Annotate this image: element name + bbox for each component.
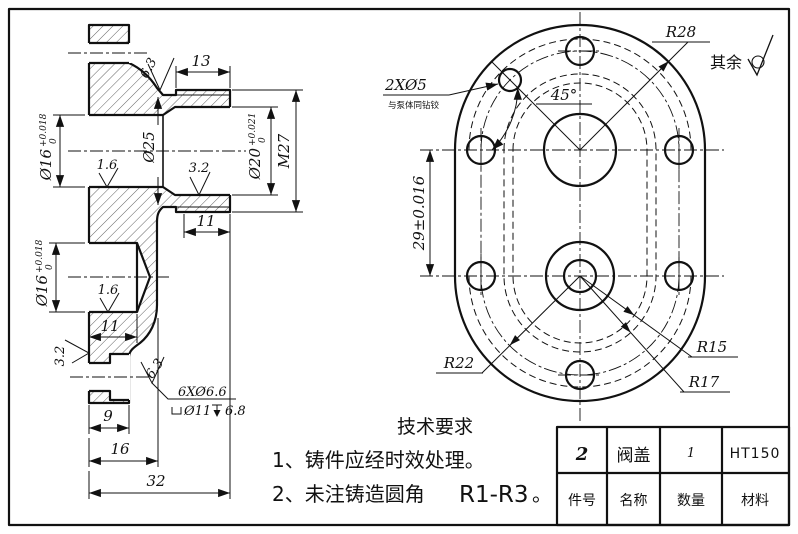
pin-hole-diagonal [491,61,581,151]
cbore-depth: 6.8 [225,404,246,419]
dim-dia16-upper: Ø16 +0.018 0 [37,113,59,181]
svg-text:R28: R28 [665,23,696,41]
angle-45: 45° [491,86,592,151]
svg-text:2XØ5: 2XØ5 [384,76,427,94]
tech-req-line2-period: 。 [532,482,552,506]
sheet-border [7,7,791,527]
roughness-3-2-left: 3.2 [53,339,91,367]
bottom-bolt-hole-section [70,352,150,402]
dim-dia25: Ø25 [140,131,158,163]
svg-text:6.3: 6.3 [143,356,167,382]
svg-text:Ø16: Ø16 [37,149,55,182]
cbore-dia: Ø11 [183,404,211,419]
dim-29: 29±0.016 [410,150,435,276]
tech-req-line1: 1、铸件应经时效处理。 [272,448,485,472]
tech-req-line2: 2、未注铸造圆角 [272,482,425,506]
svg-text:3.2: 3.2 [189,161,210,176]
part-name-value: 阀盖 [617,446,651,466]
svg-text:1.6: 1.6 [98,283,119,298]
dim-dia16-lower: Ø16 +0.018 0 [33,239,55,307]
svg-text:0: 0 [45,264,55,270]
svg-text:45°: 45° [550,86,578,104]
r15-leader: R15 [579,275,738,358]
title-block: 2 阀盖 1 HT150 件号 名称 数量 材料 [555,425,791,527]
dim-13: 13 [191,52,210,70]
dim-32: 32 [146,472,165,490]
cast-roughness-icon [747,34,774,77]
svg-text:3.2: 3.2 [53,346,68,367]
qty-value: 1 [687,446,695,461]
dim-m27: M27 [275,133,293,169]
top-bolt-hole-section [68,41,150,65]
roughness-1-6-lower: 1.6 [98,283,120,314]
svg-text:0: 0 [49,138,59,144]
svg-text:+0.021: +0.021 [248,113,258,146]
depth-icon [212,404,222,417]
tech-req-title: 技术要求 [397,416,473,438]
dim-9: 9 [103,407,113,425]
r22-leader: R22 [436,275,581,374]
counterbore-callout: 6.3 6XØ6.6 Ø11 6.8 [140,356,246,419]
upper-port-hole [542,112,618,188]
dim-dia20: Ø20 +0.021 0 [246,113,268,181]
svg-text:0: 0 [258,137,268,143]
r28-leader: R28 [579,23,710,151]
roughness-1-6-upper: 1.6 [97,158,119,189]
outer-contour-r28 [453,23,707,403]
svg-text:M27: M27 [275,133,293,169]
tech-req-line2-radius: R1-R3 [459,482,529,508]
dim-11-port: 11 [100,317,119,335]
svg-text:1.6: 1.6 [97,158,118,173]
lower-port-hole [562,258,598,294]
pin-hole-callout: 2XØ5 与泵体同钻铰 [383,76,499,111]
r17-leader: R17 [579,275,730,393]
svg-text:29±0.016: 29±0.016 [410,175,428,251]
svg-text:R17: R17 [688,373,720,391]
hidden-contour-r17 [503,73,657,353]
qty-label: 数量 [677,493,705,509]
pin-hole-note: 与泵体同钻铰 [388,100,440,111]
svg-text:Ø16: Ø16 [33,275,51,308]
part-no-label: 件号 [568,493,596,509]
tech-requirements: 技术要求 1、铸件应经时效处理。 2、未注铸造圆角 R1-R3 。 [272,416,552,508]
rest-roughness: 其余 [710,34,774,77]
upper-bore-section [68,105,246,197]
svg-text:R22: R22 [443,354,474,372]
part-no-value: 2 [575,444,589,465]
dim-11-bore: 11 [196,212,215,230]
svg-text:+0.018: +0.018 [35,239,45,273]
dim-16: 16 [110,440,130,458]
svg-text:R15: R15 [696,338,727,356]
section-view: 13 M27 Ø20 +0.021 0 Ø25 11 Ø16 [33,23,303,499]
svg-text:Ø25: Ø25 [140,131,158,163]
lower-port-section [68,241,170,314]
cbore-line1: 6XØ6.6 [178,385,227,400]
svg-text:+0.018: +0.018 [39,113,49,147]
material-label: 材料 [741,493,769,509]
counterbore-icon [171,407,182,415]
rest-label: 其余 [710,53,742,72]
part-name-label: 名称 [620,493,648,509]
svg-text:Ø20: Ø20 [246,148,264,181]
roughness-3-2-upper: 3.2 [189,161,211,197]
front-view: 45° R28 2XØ5 与泵体同钻铰 29±0.016 [383,12,774,424]
hidden-contour-r15 [512,82,648,344]
lower-port-boss [544,240,616,312]
material-value: HT150 [730,446,781,462]
